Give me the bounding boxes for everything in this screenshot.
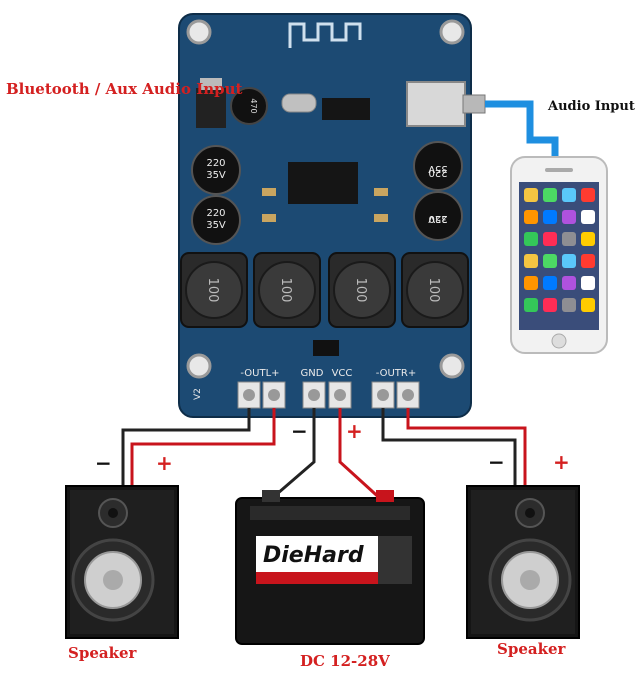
- voltage-regulator: [196, 88, 226, 128]
- speaker-right: [466, 485, 580, 639]
- app-icon: [581, 298, 595, 312]
- wire-right-speaker-minus: [381, 408, 517, 488]
- app-icon: [524, 276, 538, 290]
- screw-terminal-outr-plus: [396, 381, 420, 409]
- audio-cable: [485, 100, 559, 162]
- svg-text:100: 100: [426, 278, 441, 303]
- screw-terminal-gnd: [302, 381, 326, 409]
- wire-battery-ground: [269, 408, 316, 502]
- speaker-left-label: Speaker: [68, 644, 137, 662]
- capacitor-220-left-bottom: 220 35V: [191, 195, 241, 245]
- screw-terminal-vcc: [328, 381, 352, 409]
- app-icon: [581, 232, 595, 246]
- app-icon: [543, 298, 557, 312]
- speaker-right-plus-sign: +: [553, 450, 570, 474]
- speaker-left-plus-sign: +: [156, 451, 173, 475]
- app-icon: [562, 210, 576, 224]
- audio-jack: [406, 81, 466, 127]
- app-icon: [524, 232, 538, 246]
- app-icon: [581, 188, 595, 202]
- wire-right-speaker-plus: [406, 408, 527, 488]
- svg-text:220: 220: [428, 213, 447, 224]
- capacitor-470: 470: [230, 87, 268, 125]
- capacitor-220-left-top: 220 35V: [191, 145, 241, 195]
- app-icon: [562, 276, 576, 290]
- svg-text:100: 100: [205, 278, 220, 303]
- amplifier-board: 470 220 35V 220 35V 220 35V 220 35V: [178, 13, 486, 418]
- app-icon: [562, 188, 576, 202]
- inductor-3: 100: [328, 252, 396, 328]
- speaker-left: [65, 485, 179, 639]
- app-icon-grid: [524, 188, 595, 312]
- battery: DieHard: [235, 490, 425, 645]
- svg-text:35V: 35V: [428, 163, 448, 174]
- capacitor-220-right-top: 220 35V: [413, 141, 463, 191]
- screw-terminal-outl-plus: [262, 381, 286, 409]
- speaker-right-label: Speaker: [497, 640, 566, 658]
- wire-left-speaker-plus: [130, 408, 276, 487]
- capacitor-220-right-bottom: 220 35V: [413, 191, 463, 241]
- app-icon: [524, 188, 538, 202]
- screw-terminal-outr-minus: [371, 381, 395, 409]
- speaker-left-minus-sign: −: [95, 451, 112, 475]
- svg-text:100: 100: [278, 278, 293, 303]
- svg-text:220: 220: [206, 158, 225, 169]
- svg-text:35V: 35V: [206, 220, 226, 231]
- terminal-label-gnd: GND: [301, 368, 324, 379]
- svg-text:220: 220: [428, 167, 447, 178]
- app-icon: [581, 276, 595, 290]
- inductor-4: 100: [401, 252, 469, 328]
- app-icon: [562, 298, 576, 312]
- terminal-label-vcc: VCC: [332, 368, 353, 379]
- wire-battery-positive: [338, 408, 386, 504]
- app-icon: [524, 254, 538, 268]
- battery-brand: DieHard: [263, 543, 364, 568]
- app-icon: [581, 210, 595, 224]
- app-icon: [524, 298, 538, 312]
- wires: [121, 408, 527, 504]
- svg-text:220: 220: [206, 208, 225, 219]
- app-icon: [562, 254, 576, 268]
- screw-terminal-outl-minus: [237, 381, 261, 409]
- board-version-label: V2: [193, 388, 203, 400]
- app-icon: [524, 210, 538, 224]
- svg-text:35V: 35V: [206, 170, 226, 181]
- vcc-plus-sign: +: [346, 419, 363, 443]
- inductor-1: 100: [180, 252, 248, 328]
- wire-left-speaker-minus: [121, 408, 251, 487]
- app-icon: [543, 210, 557, 224]
- terminal-label-outr: -OUTR+: [376, 368, 417, 379]
- inductor-2: 100: [253, 252, 321, 328]
- svg-text:100: 100: [353, 278, 368, 303]
- app-icon: [543, 254, 557, 268]
- diagram-title: Bluetooth / Aux Audio Input: [6, 80, 243, 98]
- app-icon: [562, 232, 576, 246]
- app-icon: [543, 276, 557, 290]
- audio-input-label: Audio Input: [548, 99, 635, 114]
- app-icon: [543, 232, 557, 246]
- svg-text:470: 470: [249, 98, 258, 113]
- gnd-minus-sign: −: [291, 419, 308, 443]
- speaker-right-minus-sign: −: [488, 450, 505, 474]
- amplifier-chip: [288, 162, 358, 204]
- app-icon: [543, 188, 557, 202]
- app-icon: [581, 254, 595, 268]
- antenna-trace: [288, 22, 362, 48]
- power-supply-label: DC 12-28V: [300, 652, 390, 670]
- terminal-label-outl: -OUTL+: [240, 368, 279, 379]
- svg-text:35V: 35V: [428, 213, 448, 224]
